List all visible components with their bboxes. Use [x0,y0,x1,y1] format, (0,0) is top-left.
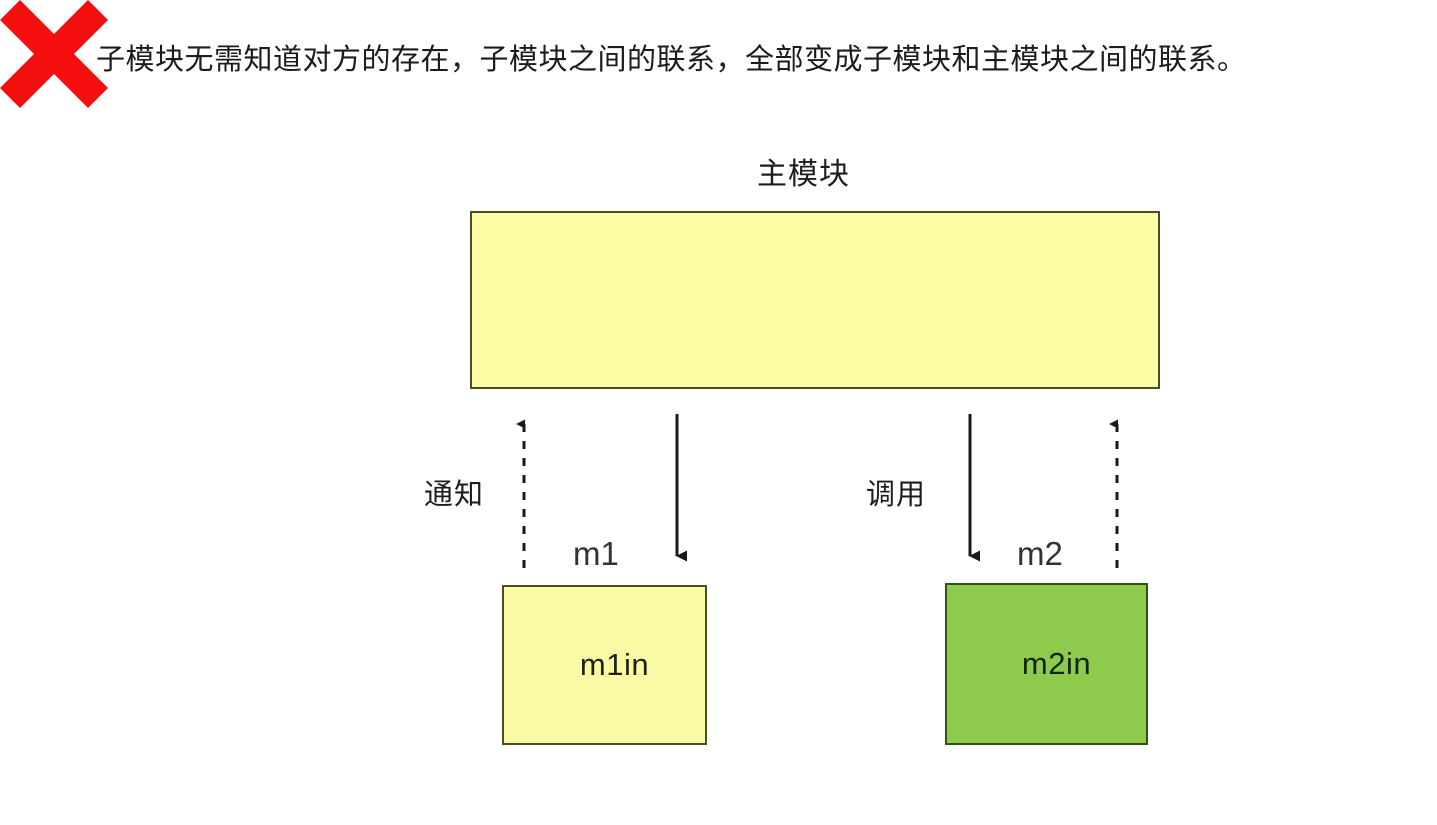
sub-module-box-m1in[interactable]: m1in [502,585,707,745]
red-cross-icon [0,0,108,108]
edge-label-notify: 通知 [424,479,485,511]
sub-module-box-m2in[interactable]: m2in [945,583,1148,745]
main-module-box[interactable] [470,211,1160,389]
module-tag-m2: m2 [1017,535,1063,572]
module-tag-m1: m1 [573,535,619,572]
sub-module-label-m2in: m2in [1021,646,1092,681]
main-module-title: 主模块 [757,158,850,191]
edge-label-call: 调用 [866,479,927,511]
sub-module-label-m1in: m1in [579,647,650,682]
page-caption: 子模块无需知道对方的存在，子模块之间的联系，全部变成子模块和主模块之间的联系。 [96,44,1247,76]
